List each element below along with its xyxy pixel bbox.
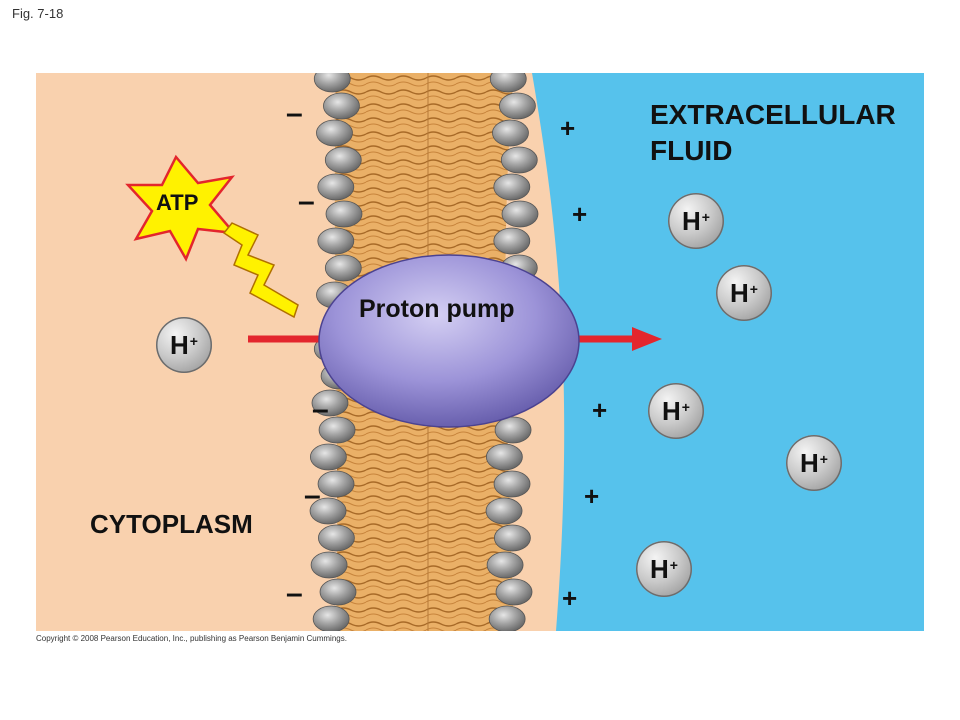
plus-sign: + <box>592 395 608 425</box>
extracellular-region <box>532 73 924 631</box>
proton-pump <box>318 254 580 428</box>
minus-sign: – <box>304 479 321 512</box>
plus-sign: + <box>572 199 588 229</box>
phospholipid-head <box>488 605 526 631</box>
phospholipid-head <box>318 416 356 444</box>
phospholipid-head <box>501 200 539 228</box>
membrane-diagram <box>36 73 924 631</box>
plus-sign: + <box>560 113 576 143</box>
atp-label: ATP <box>156 190 199 215</box>
phospholipid-head <box>325 200 363 228</box>
phospholipid-head <box>309 443 347 471</box>
hydrogen-ion: H+ <box>786 435 842 491</box>
phospholipid-head <box>316 119 353 147</box>
phospholipid-head <box>319 578 357 606</box>
plus-sign: + <box>562 583 578 613</box>
phospholipid-head <box>313 73 351 93</box>
phospholipid-head <box>317 227 355 255</box>
arrow-head <box>632 327 662 351</box>
energy-bolt <box>222 222 299 319</box>
phospholipid-head <box>493 470 531 498</box>
phospholipid-head <box>485 443 523 471</box>
phospholipid-head <box>324 146 362 174</box>
atp-starburst <box>125 154 238 262</box>
cytoplasm-label: CYTOPLASM <box>90 509 253 539</box>
phospholipid-head <box>310 551 348 579</box>
diagram-panel: Proton pump ATP EXTRACELLULAR FLUID CYTO… <box>36 73 924 631</box>
phospholipid-head <box>493 227 531 255</box>
phospholipid-head <box>485 497 523 525</box>
plus-sign: + <box>584 481 600 511</box>
phospholipid-head <box>311 389 349 417</box>
hydrogen-ion: H+ <box>636 541 692 597</box>
phospholipid-head <box>492 119 529 147</box>
minus-sign: – <box>298 185 315 218</box>
phospholipid-head <box>499 92 536 120</box>
phospholipid-head <box>323 92 360 120</box>
phospholipid-head <box>317 173 355 201</box>
hydrogen-ion: H+ <box>668 193 724 249</box>
phospholipid-head <box>495 578 533 606</box>
extracellular-label: EXTRACELLULAR FLUID <box>650 99 896 166</box>
phospholipid-head <box>493 173 531 201</box>
phospholipid-head <box>486 551 524 579</box>
minus-sign: – <box>286 577 303 610</box>
phospholipid-head <box>494 416 532 444</box>
phospholipid-head <box>309 497 347 525</box>
hydrogen-ion: H+ <box>648 383 704 439</box>
minus-sign: – <box>312 393 329 426</box>
pump-label: Proton pump <box>359 295 515 323</box>
copyright-notice: Copyright © 2008 Pearson Education, Inc.… <box>36 634 347 643</box>
phospholipid-head <box>317 470 355 498</box>
minus-sign: – <box>286 97 303 130</box>
phospholipid-head <box>494 524 531 552</box>
phospholipid-head <box>489 73 527 93</box>
phospholipid-head <box>324 254 362 282</box>
hydrogen-ion: H+ <box>716 265 772 321</box>
phospholipid-head <box>500 146 538 174</box>
phospholipid-head <box>312 605 350 631</box>
hydrogen-ion: H+ <box>156 317 212 373</box>
phospholipid-head <box>318 524 355 552</box>
figure-label: Fig. 7-18 <box>12 6 64 21</box>
